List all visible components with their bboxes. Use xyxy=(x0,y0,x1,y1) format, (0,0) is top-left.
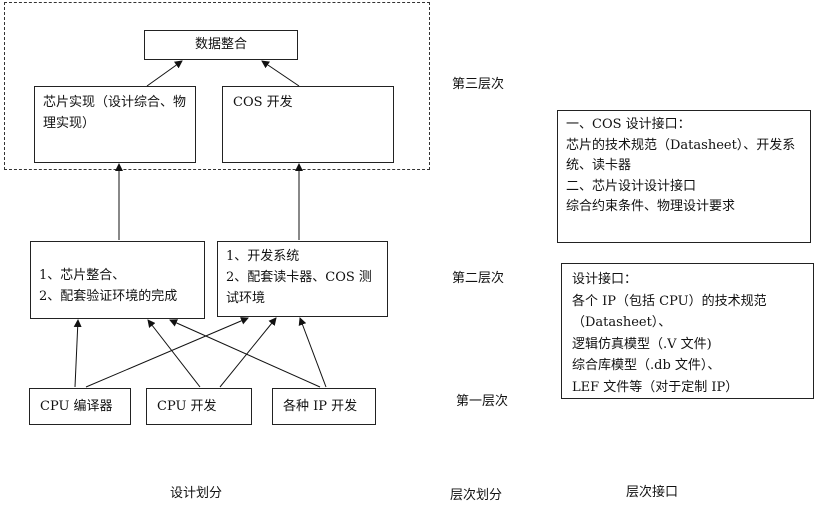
interface-bottom-line-1: 设计接口： xyxy=(572,272,638,287)
interface-bottom-line-4: 综合库模型（.db 文件）、 xyxy=(572,358,721,373)
data-integration-box: 数据整合 xyxy=(144,30,298,60)
arrow-chip-to-integration xyxy=(146,60,183,87)
caption-interface: 层次接口 xyxy=(626,485,679,500)
interface-bottom-line-5: LEF 文件等（对于定制 IP） xyxy=(572,379,739,395)
caption-layer: 层次划分 xyxy=(450,488,503,503)
arrow-ip-to-devsys xyxy=(298,317,327,388)
caption-design: 设计划分 xyxy=(170,486,223,501)
arrow-cpudev-to-chipint xyxy=(147,319,201,388)
chip-implementation-label: 芯片实现（设计综合、物理实现） xyxy=(43,95,187,131)
layer2-label: 第二层次 xyxy=(452,271,505,286)
layer1-label: 第一层次 xyxy=(456,394,509,409)
ip-dev-box: 各种 IP 开发 xyxy=(272,388,376,425)
interface-top-line-3: 二、芯片设计设计接口 xyxy=(566,178,697,194)
interface-bottom-line-2: 各个 IP（包括 CPU）的技术规范（Datasheet）、 xyxy=(572,293,767,331)
arrow-cos-to-integration xyxy=(261,60,300,87)
chip-implementation-box: 芯片实现（设计综合、物理实现） xyxy=(34,86,196,163)
interface-bottom-line-3: 逻辑仿真模型（.V 文件) xyxy=(572,336,712,352)
arrow-ip-to-chipint xyxy=(169,319,321,388)
layer3-label: 第三层次 xyxy=(452,77,505,92)
cpu-dev-box: CPU 开发 xyxy=(146,388,252,425)
cpu-compiler-label: CPU 编译器 xyxy=(40,399,113,414)
dev-system-line-2: 2、配套读卡器、COS 测试环境 xyxy=(226,270,372,306)
interface-top-line-1: 一、COS 设计接口： xyxy=(566,117,691,132)
cos-development-label: COS 开发 xyxy=(233,95,293,110)
arrow-compiler-to-chipint xyxy=(73,319,82,388)
cos-development-box: COS 开发 xyxy=(222,86,394,163)
dev-system-box: 1、开发系统 2、配套读卡器、COS 测试环境 xyxy=(217,241,388,317)
cpu-compiler-box: CPU 编译器 xyxy=(29,388,131,425)
interface-top-line-4: 综合约束条件、物理设计要求 xyxy=(566,199,736,214)
data-integration-label: 数据整合 xyxy=(194,37,247,52)
ip-dev-label: 各种 IP 开发 xyxy=(283,399,358,414)
arrow-compiler-to-devsys xyxy=(85,317,249,388)
cpu-dev-label: CPU 开发 xyxy=(157,399,217,414)
chip-integration-line-1: 1、芯片整合、 xyxy=(39,268,126,283)
layer3-frame xyxy=(4,2,430,170)
chip-integration-box: 1、芯片整合、 2、配套验证环境的完成 xyxy=(30,241,205,319)
interface-top-box: 一、COS 设计接口： 芯片的技术规范（Datasheet）、开发系统、读卡器 … xyxy=(557,110,811,243)
chip-integration-line-2: 2、配套验证环境的完成 xyxy=(39,289,178,304)
arrow-cpudev-to-devsys xyxy=(219,317,277,388)
interface-top-line-2: 芯片的技术规范（Datasheet）、开发系统、读卡器 xyxy=(566,137,796,174)
dev-system-line-1: 1、开发系统 xyxy=(226,249,300,264)
interface-bottom-box: 设计接口： 各个 IP（包括 CPU）的技术规范（Datasheet）、 逻辑仿… xyxy=(561,263,814,399)
